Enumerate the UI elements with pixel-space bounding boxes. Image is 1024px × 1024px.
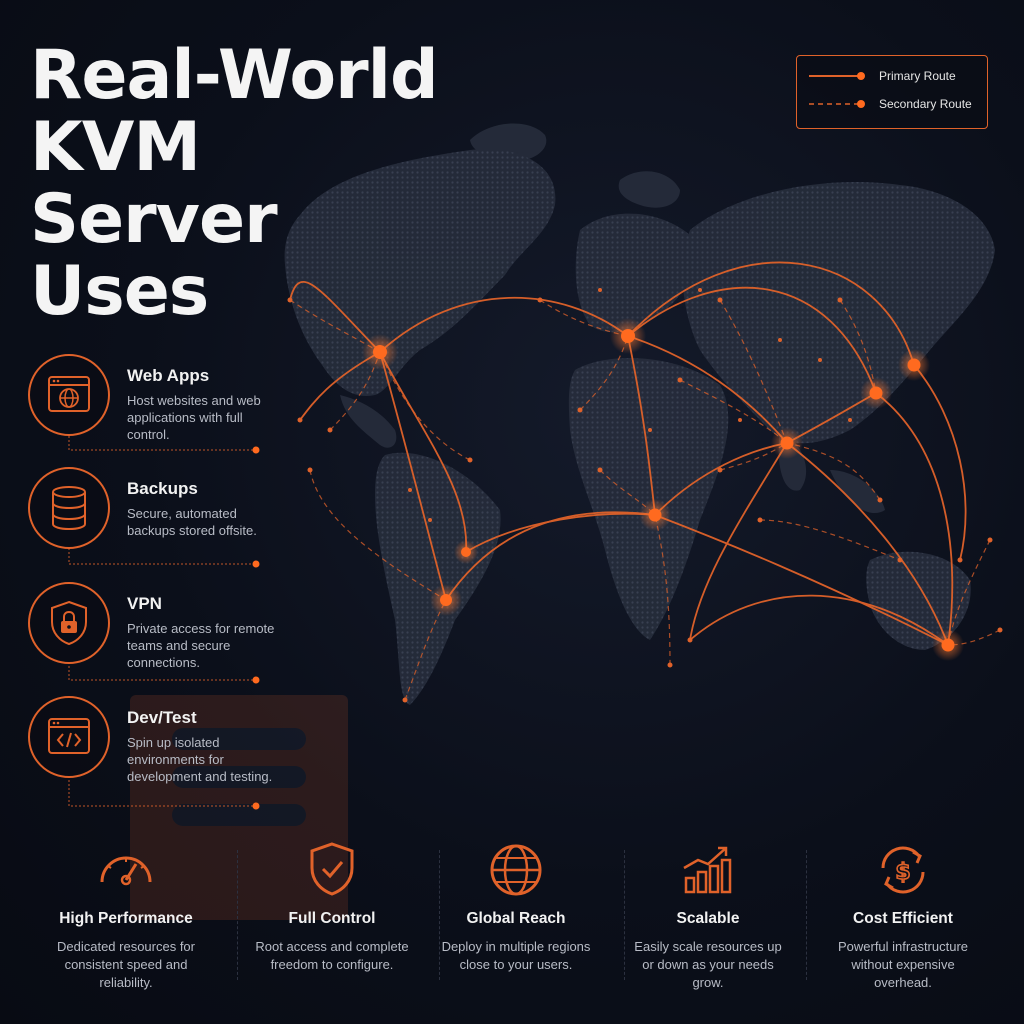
title-line-2: KVM — [30, 108, 201, 187]
svg-text:$: $ — [895, 860, 910, 885]
use-description: Host websites and web applications with … — [127, 393, 261, 442]
speedometer-icon — [100, 856, 152, 886]
use-title: Web Apps — [127, 366, 210, 385]
use-card-backups: Backups Secure, automated backups stored… — [28, 467, 268, 567]
use-card-web-apps: Web Apps Host websites and web applicati… — [28, 354, 268, 454]
use-card-dev-test: Dev/Test Spin up isolated environments f… — [28, 696, 272, 796]
feature-description: Root access and complete freedom to conf… — [255, 939, 409, 972]
dashed-line-swatch-icon — [809, 100, 865, 108]
browser-globe-icon — [48, 376, 90, 412]
hub-south-america-north — [454, 540, 478, 564]
feature-title: Full Control — [288, 910, 376, 927]
feature-global-reach: Global Reach Deploy in multiple regions … — [421, 838, 611, 998]
feature-divider — [624, 850, 625, 980]
feature-title: Scalable — [676, 910, 740, 927]
title-line-1: Real-World — [30, 36, 439, 115]
use-icon-circle — [28, 467, 110, 549]
network-nodes — [287, 288, 1003, 703]
use-description: Private access for remote teams and secu… — [127, 621, 275, 670]
legend-secondary-label: Secondary Route — [879, 97, 972, 111]
database-icon — [52, 486, 86, 531]
use-title: Dev/Test — [127, 708, 197, 727]
hub-europe — [610, 318, 646, 354]
route-legend: Primary Route Secondary Route — [796, 55, 988, 129]
shield-lock-icon — [51, 600, 87, 646]
code-window-icon — [48, 718, 90, 754]
feature-title: Global Reach — [466, 910, 566, 927]
primary-routes — [289, 261, 967, 646]
feature-divider — [237, 850, 238, 980]
feature-scalable: Scalable Easily scale resources up or do… — [613, 838, 803, 998]
use-card-vpn: VPN Private access for remote teams and … — [28, 582, 274, 682]
server-rack-watermark — [130, 695, 348, 920]
dollar-cycle-icon: $ — [881, 846, 925, 894]
use-icon-circle — [28, 696, 110, 778]
shield-check-icon — [310, 842, 354, 896]
feature-description: Deploy in multiple regions close to your… — [441, 939, 591, 972]
feature-title: High Performance — [59, 910, 193, 927]
hub-japan — [898, 349, 930, 381]
title-line-4: Uses — [30, 252, 209, 331]
feature-title: Cost Efficient — [853, 910, 953, 927]
use-description: Spin up isolated environments for develo… — [127, 735, 273, 784]
feature-full-control: Full Control Root access and complete fr… — [237, 838, 427, 998]
feature-divider — [806, 850, 807, 980]
growth-chart-icon — [683, 846, 732, 894]
hub-north-america — [362, 334, 398, 370]
hub-africa — [639, 499, 671, 531]
globe-icon — [490, 844, 542, 896]
hub-australia — [932, 629, 964, 661]
continents-dots — [284, 149, 995, 705]
page-title: Real-World KVM Server Uses — [30, 40, 470, 328]
feature-divider — [439, 850, 440, 980]
feature-high-performance: High Performance Dedicated resources for… — [31, 838, 221, 998]
use-title: Backups — [127, 479, 198, 498]
use-icon-circle — [28, 354, 110, 436]
legend-secondary: Secondary Route — [809, 94, 972, 114]
feature-description: Easily scale resources up or down as you… — [634, 939, 782, 990]
legend-primary: Primary Route — [809, 66, 956, 86]
use-title: VPN — [127, 594, 162, 613]
route-hubs — [362, 318, 964, 661]
hub-india — [771, 427, 803, 459]
feature-description: Dedicated resources for consistent speed… — [56, 939, 195, 990]
hub-east-asia — [860, 377, 892, 409]
feature-cost-efficient: $ Cost Efficient Powerful infrastructure… — [808, 838, 998, 998]
solid-line-swatch-icon — [809, 72, 865, 80]
legend-primary-label: Primary Route — [879, 69, 956, 83]
feature-description: Powerful infrastructure without expensiv… — [837, 939, 969, 990]
use-description: Secure, automated backups stored offsite… — [127, 506, 257, 538]
hub-south-america-south — [430, 584, 462, 616]
title-line-3: Server — [30, 180, 278, 259]
use-icon-circle — [28, 582, 110, 664]
